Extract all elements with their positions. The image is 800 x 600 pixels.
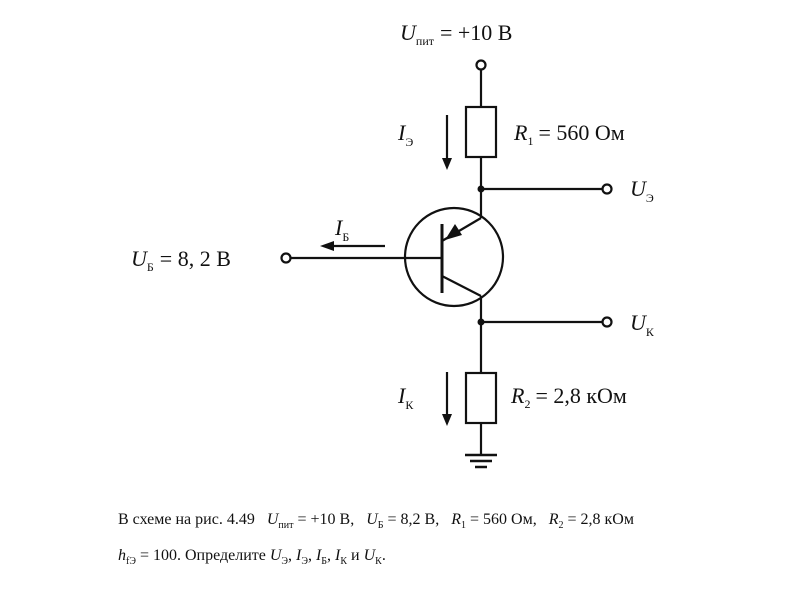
value: = 2,8 кОм <box>563 511 634 528</box>
sub: 1 <box>460 520 466 532</box>
sub: Б <box>321 556 328 568</box>
ib-label: IБ <box>334 215 349 244</box>
value: = 560 Ом, <box>465 511 537 528</box>
ie-label: IЭ <box>397 120 413 149</box>
arrowhead-icon <box>442 414 452 426</box>
arrowhead-icon <box>320 241 334 251</box>
var: U <box>269 547 282 565</box>
uk-label: UК <box>630 310 655 339</box>
sub: К <box>340 556 348 568</box>
sub: Э <box>301 556 308 568</box>
r2-label: R2= 2,8 кОм <box>510 383 627 411</box>
sub: fЭ <box>126 556 136 568</box>
var: I <box>296 547 302 565</box>
var: R <box>548 511 559 528</box>
ground-icon <box>465 453 497 469</box>
emitter-arrow-icon <box>445 224 462 240</box>
var: h <box>118 547 126 565</box>
sep: и <box>347 547 364 565</box>
var: U <box>366 511 378 528</box>
var: R <box>451 511 461 528</box>
uk-terminal <box>601 316 613 328</box>
resistor-r2 <box>464 371 498 425</box>
arrowhead-icon <box>442 158 452 170</box>
value: = 100 <box>135 547 177 565</box>
supply-terminal <box>475 59 487 71</box>
var: I <box>315 547 322 565</box>
var: U <box>266 511 279 528</box>
problem-line-1: В схеме на рис. 4.49 Uпит = +10 В, UБ = … <box>118 505 798 541</box>
var: U <box>363 547 376 565</box>
var: I <box>335 547 341 565</box>
sep: , <box>307 547 316 565</box>
sub: 2 <box>558 520 564 532</box>
ue-terminal <box>601 183 613 195</box>
supply-label: Uпит= +10 В <box>400 20 512 48</box>
sep: , <box>288 547 297 565</box>
ub-label: UБ= 8, 2 В <box>131 246 231 274</box>
problem-line-2: hfЭ = 100. Определите UЭ, IЭ, IБ, IК и U… <box>118 541 798 577</box>
r1-label: R1= 560 Ом <box>513 120 625 148</box>
sub: пит <box>278 520 294 532</box>
problem-statement: В схеме на рис. 4.49 Uпит = +10 В, UБ = … <box>118 505 798 577</box>
sub: Б <box>377 520 384 532</box>
junction-dot <box>477 318 485 326</box>
collector-lead <box>441 275 482 297</box>
junction-dot <box>477 185 485 193</box>
sub: К <box>375 556 382 568</box>
task-text: . Определите <box>176 547 270 565</box>
value: = 8,2 В, <box>383 511 440 528</box>
ub-terminal <box>280 252 292 264</box>
sub: Э <box>281 556 289 568</box>
ik-label: IК <box>397 383 414 412</box>
sep: , <box>327 547 336 565</box>
resistor-r1 <box>464 105 498 159</box>
ue-label: UЭ <box>630 176 654 205</box>
value: = +10 В, <box>293 511 355 528</box>
sep: . <box>381 547 386 565</box>
intro-text: В схеме на рис. 4.49 <box>118 511 255 528</box>
